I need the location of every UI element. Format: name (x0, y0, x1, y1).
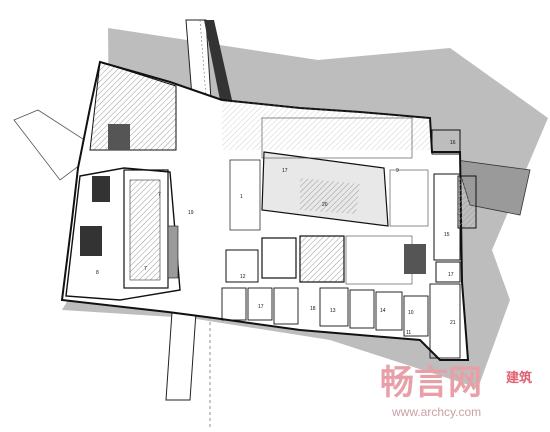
auditorium (65, 167, 181, 301)
room-label-8: 8 (96, 270, 99, 276)
room-label-14: 14 (380, 308, 386, 314)
room-label-15: 15 (444, 232, 450, 238)
room-label-19: 19 (188, 210, 194, 216)
room-label-12: 12 (240, 274, 246, 280)
room-label-7b: 7 (144, 266, 147, 272)
watermark-url: www.archcy.com (391, 405, 481, 419)
room-labels: 7 19 17 20 9 16 15 17 21 12 13 14 17 18 … (96, 140, 456, 336)
service-cores (108, 124, 426, 283)
central-lobby (229, 151, 389, 231)
room-label-16: 16 (450, 140, 456, 146)
watermark: 畅言网 建筑 www.archcy.com (380, 363, 532, 419)
room-label-17a: 17 (282, 168, 288, 174)
room-label-17b: 17 (448, 272, 454, 278)
east-wing-rooms (431, 129, 477, 283)
room-label-1: 1 (240, 194, 243, 200)
room-label-17c: 17 (258, 304, 264, 310)
watermark-logo-text: 畅言网 (380, 363, 482, 403)
room-label-10: 10 (408, 310, 414, 316)
reading-room-desks (261, 117, 429, 285)
room-label-11: 11 (406, 330, 411, 336)
room-label-13: 13 (330, 308, 336, 314)
room-label-20: 20 (322, 202, 328, 208)
south-offices (221, 283, 461, 359)
room-label-7a: 7 (158, 192, 161, 198)
access-bridge (165, 19, 232, 430)
room-label-18: 18 (310, 306, 316, 312)
room-label-21: 21 (450, 320, 456, 326)
watermark-logo-side: 建筑 (506, 370, 532, 386)
room-label-9: 9 (396, 168, 399, 174)
